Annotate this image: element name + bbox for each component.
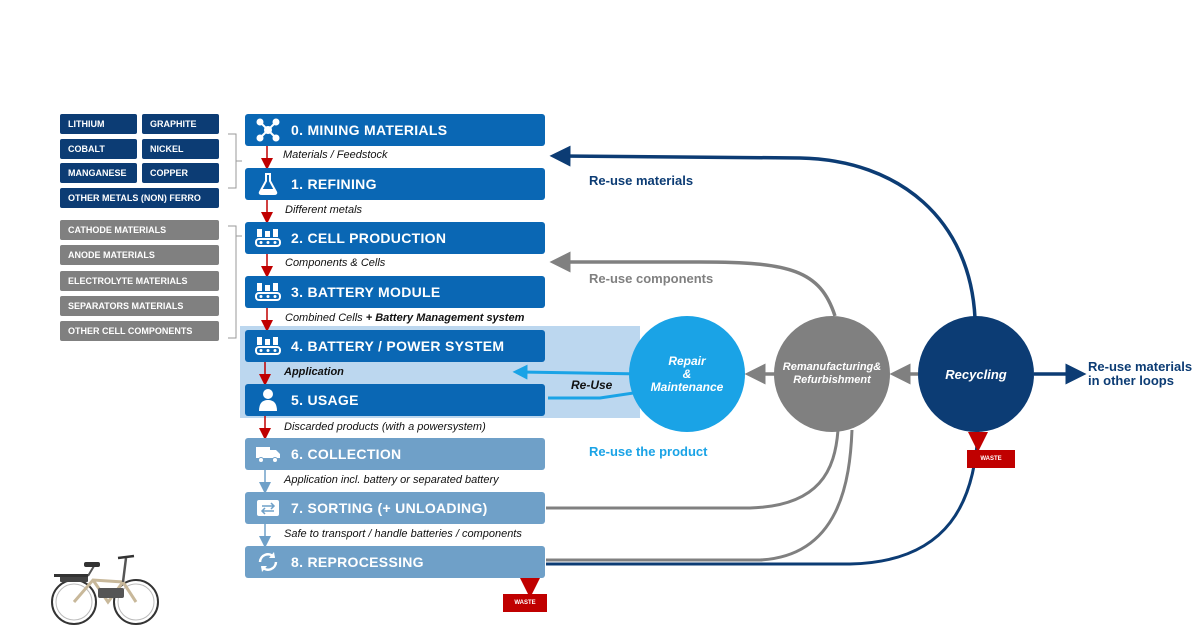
connector-combined-cells: Combined Cells + Battery Management syst…	[285, 312, 524, 324]
connector-different-metals: Different metals	[285, 204, 363, 216]
reuse-to-usage-line	[548, 390, 641, 400]
person-icon	[251, 384, 285, 416]
step-usage: 5. USAGE	[245, 384, 545, 416]
step-label: 7. SORTING (+ UNLOADING)	[291, 500, 488, 516]
sorting-to-reman-line	[546, 429, 840, 510]
material-cathode: CATHODE MATERIALS	[60, 220, 219, 240]
truck-icon	[251, 438, 285, 470]
connector-bms-text: + Battery Management system	[362, 312, 525, 324]
connector-materials-feedstock: Materials / Feedstock	[283, 149, 388, 161]
other-loops-label: Re-use materials in other loops	[1088, 359, 1193, 388]
material-other-cell-components: OTHER CELL COMPONENTS	[60, 321, 219, 341]
connector-combined-cells-text: Combined Cells	[285, 312, 363, 324]
connector-application: Application	[284, 366, 344, 378]
material-other-metals: OTHER METALS (NON) FERRO	[60, 188, 219, 208]
recycling-circle: Recycling	[918, 316, 1034, 432]
reuse-product-label: Re-use the product	[589, 444, 708, 459]
material-separators: SEPARATORS MATERIALS	[60, 296, 219, 316]
step-label: 8. REPROCESSING	[291, 554, 424, 570]
connector-discarded-products: Discarded products (with a powersystem)	[284, 421, 486, 433]
step-mining-materials: 0. MINING MATERIALS	[245, 114, 545, 146]
sorting-icon	[251, 492, 285, 524]
step-battery-power-system: 4. BATTERY / POWER SYSTEM	[245, 330, 545, 362]
repair-maintenance-circle: Repair & Maintenance	[629, 316, 745, 432]
reuse-materials-label: Re-use materials	[589, 173, 694, 188]
material-anode: ANODE MATERIALS	[60, 245, 219, 265]
remanufacturing-circle: Remanufacturing& Refurbishment	[774, 316, 890, 432]
reuse-to-application-arrow	[512, 364, 641, 380]
step-label: 0. MINING MATERIALS	[291, 122, 448, 138]
material-nickel: NICKEL	[142, 139, 219, 159]
cell-materials-bracket	[228, 225, 237, 339]
step-reprocessing: 8. REPROCESSING	[245, 546, 545, 578]
step-refining: 1. REFINING	[245, 168, 545, 200]
step-label: 1. REFINING	[291, 176, 377, 192]
material-copper: COPPER	[142, 163, 219, 183]
connector-application-incl-battery: Application incl. battery or separated b…	[284, 474, 499, 486]
factory-conveyor-icon	[251, 222, 285, 254]
reuse-materials-arrow	[549, 145, 977, 319]
factory-conveyor-icon	[251, 276, 285, 308]
connector-safe-to-transport: Safe to transport / handle batteries / c…	[284, 528, 522, 540]
step-label: 3. BATTERY MODULE	[291, 284, 441, 300]
molecule-icon	[251, 114, 285, 146]
step-label: 6. COLLECTION	[291, 446, 402, 462]
raw-materials-bracket	[228, 133, 237, 189]
flask-icon	[251, 168, 285, 200]
factory-conveyor-icon	[251, 330, 285, 362]
material-electrolyte: ELECTROLYTE MATERIALS	[60, 271, 219, 291]
material-cobalt: COBALT	[60, 139, 137, 159]
reuse-components-arrow	[549, 251, 837, 317]
material-lithium: LITHIUM	[60, 114, 137, 134]
step-cell-production: 2. CELL PRODUCTION	[245, 222, 545, 254]
reuse-components-label: Re-use components	[589, 271, 714, 286]
step-sorting: 7. SORTING (+ UNLOADING)	[245, 492, 545, 524]
material-graphite: GRAPHITE	[142, 114, 219, 134]
step-battery-module: 3. BATTERY MODULE	[245, 276, 545, 308]
step-collection: 6. COLLECTION	[245, 438, 545, 470]
reuse-label: Re-Use	[571, 378, 613, 392]
step-label: 4. BATTERY / POWER SYSTEM	[291, 338, 505, 354]
material-manganese: MANGANESE	[60, 163, 137, 183]
connector-components-cells: Components & Cells	[285, 257, 386, 269]
cycle-arrows-icon	[251, 546, 285, 578]
waste-badge-reprocessing: WASTE	[503, 594, 547, 612]
step-label: 5. USAGE	[291, 392, 359, 408]
reprocessing-to-reman-line	[546, 429, 854, 562]
step-label: 2. CELL PRODUCTION	[291, 230, 447, 246]
waste-badge-recycling: WASTE	[967, 450, 1015, 468]
e-bike-illustration	[51, 554, 159, 625]
